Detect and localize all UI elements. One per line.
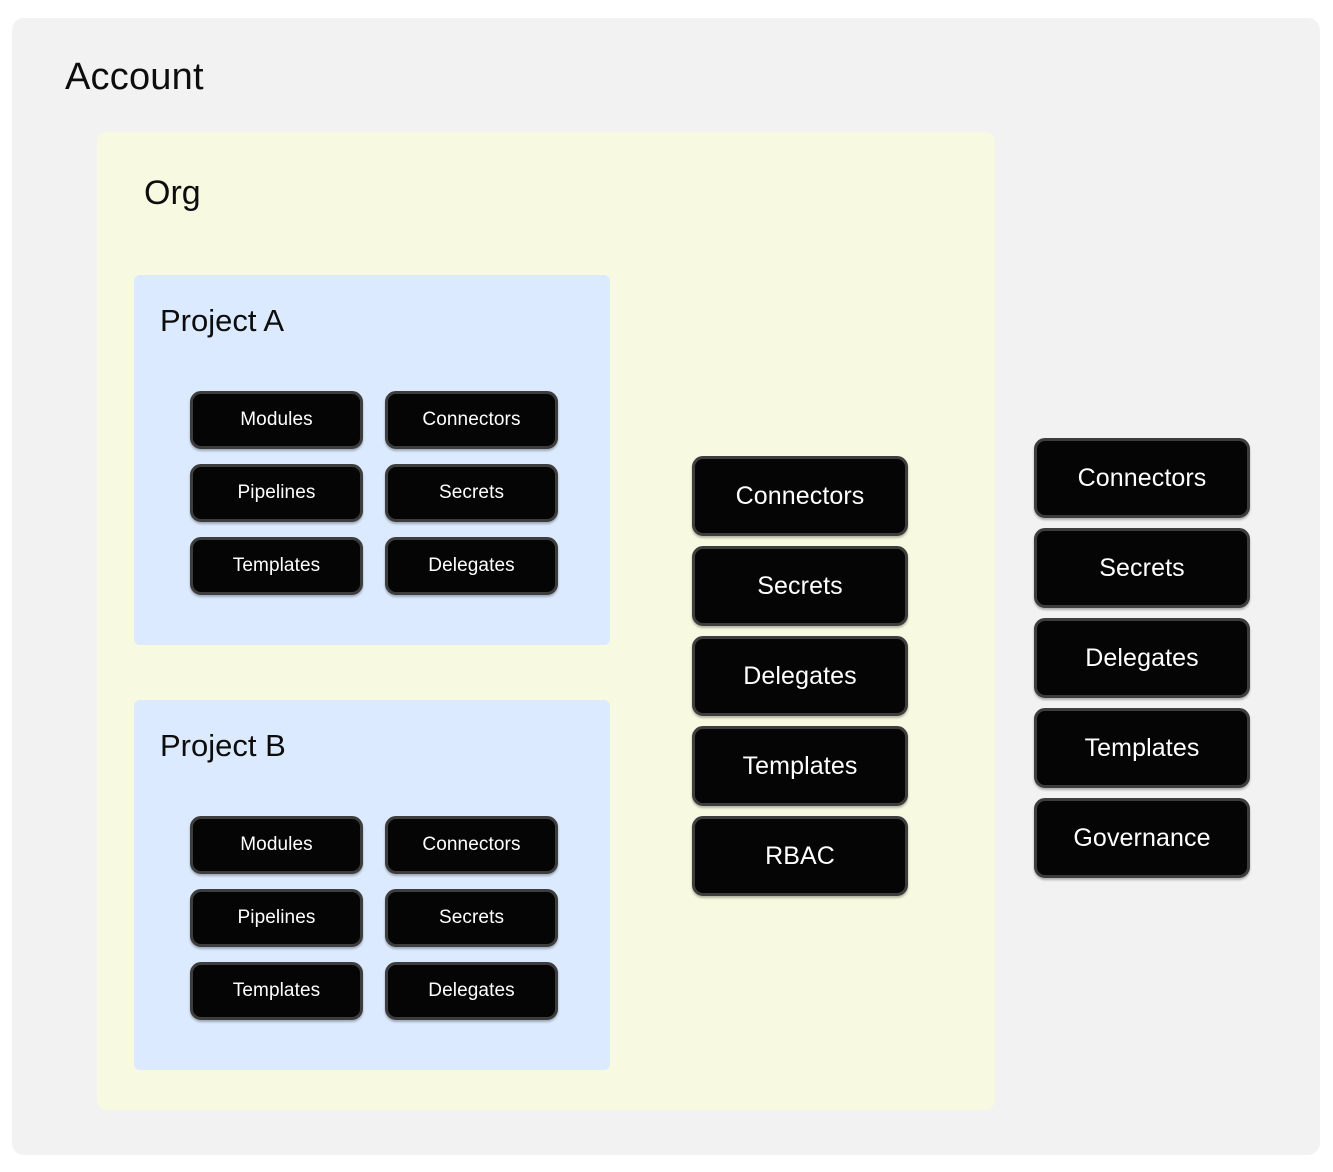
org-scope-label: Org	[144, 174, 201, 212]
chip-delegates[interactable]: Delegates	[385, 537, 558, 595]
chip-delegates[interactable]: Delegates	[385, 962, 558, 1020]
chip-modules[interactable]: Modules	[190, 391, 363, 449]
account-scope-label: Account	[65, 56, 204, 98]
chip-account-templates[interactable]: Templates	[1034, 708, 1250, 788]
account-scope-items: Connectors Secrets Delegates Templates G…	[1034, 438, 1250, 878]
org-scope-panel: Org Project A Modules Connectors Pipelin…	[97, 132, 995, 1110]
chip-secrets[interactable]: Secrets	[385, 889, 558, 947]
chip-org-secrets[interactable]: Secrets	[692, 546, 908, 626]
account-scope-panel: Account Org Project A Modules Connectors…	[12, 18, 1320, 1155]
project-a-label: Project A	[160, 303, 285, 338]
chip-org-rbac[interactable]: RBAC	[692, 816, 908, 896]
project-a-items: Modules Connectors Pipelines Secrets Tem…	[190, 391, 558, 595]
chip-connectors[interactable]: Connectors	[385, 391, 558, 449]
chip-modules[interactable]: Modules	[190, 816, 363, 874]
chip-templates[interactable]: Templates	[190, 962, 363, 1020]
chip-pipelines[interactable]: Pipelines	[190, 889, 363, 947]
chip-templates[interactable]: Templates	[190, 537, 363, 595]
chip-account-secrets[interactable]: Secrets	[1034, 528, 1250, 608]
chip-account-connectors[interactable]: Connectors	[1034, 438, 1250, 518]
chip-secrets[interactable]: Secrets	[385, 464, 558, 522]
chip-org-templates[interactable]: Templates	[692, 726, 908, 806]
project-panel-a: Project A Modules Connectors Pipelines S…	[134, 275, 610, 645]
project-b-label: Project B	[160, 728, 286, 763]
chip-org-delegates[interactable]: Delegates	[692, 636, 908, 716]
chip-connectors[interactable]: Connectors	[385, 816, 558, 874]
chip-org-connectors[interactable]: Connectors	[692, 456, 908, 536]
chip-account-delegates[interactable]: Delegates	[1034, 618, 1250, 698]
project-panel-b: Project B Modules Connectors Pipelines S…	[134, 700, 610, 1070]
chip-account-governance[interactable]: Governance	[1034, 798, 1250, 878]
org-scope-items: Connectors Secrets Delegates Templates R…	[692, 456, 908, 896]
chip-pipelines[interactable]: Pipelines	[190, 464, 363, 522]
project-b-items: Modules Connectors Pipelines Secrets Tem…	[190, 816, 558, 1020]
